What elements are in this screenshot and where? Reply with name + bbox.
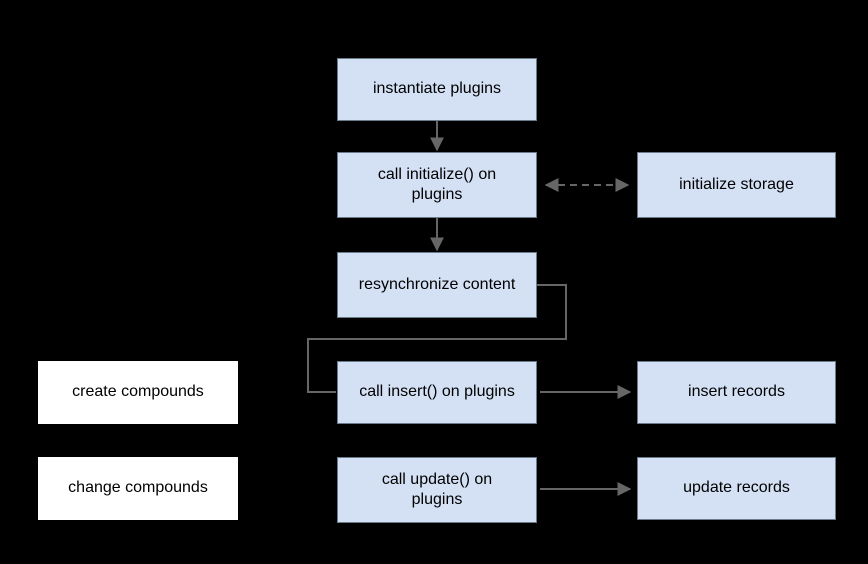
node-create-compounds[interactable]: create compounds xyxy=(38,361,238,424)
node-insert-records[interactable]: insert records xyxy=(637,361,836,424)
node-instantiate-plugins[interactable]: instantiate plugins xyxy=(337,58,537,121)
node-change-compounds[interactable]: change compounds xyxy=(38,457,238,520)
node-update-records[interactable]: update records xyxy=(637,457,836,520)
node-call-initialize-on-plugins[interactable]: call initialize() on plugins xyxy=(337,152,537,218)
node-resynchronize-content[interactable]: resynchronize content xyxy=(337,252,537,318)
node-initialize-storage[interactable]: initialize storage xyxy=(637,152,836,218)
node-call-update-on-plugins[interactable]: call update() on plugins xyxy=(337,457,537,523)
node-call-insert-on-plugins[interactable]: call insert() on plugins xyxy=(337,361,537,424)
